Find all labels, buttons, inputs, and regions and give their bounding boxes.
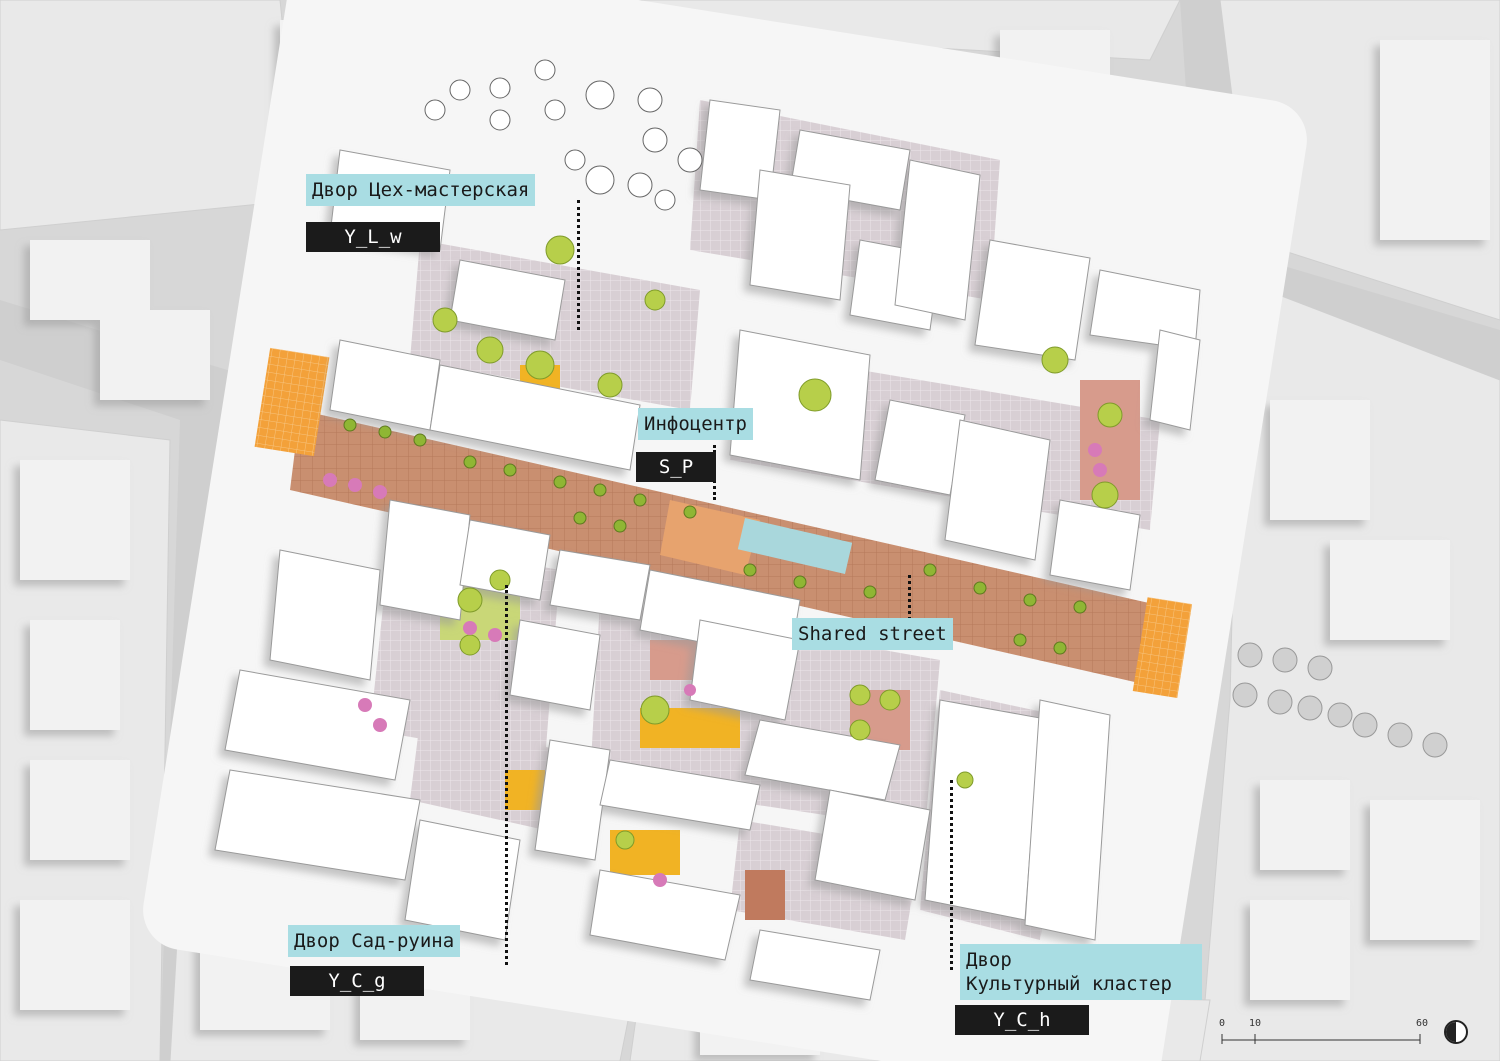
scale-labels: 0 10 60 bbox=[1214, 1018, 1474, 1048]
north-arrow-icon bbox=[1444, 1020, 1468, 1044]
flowers bbox=[323, 443, 1107, 887]
scale-bar bbox=[1221, 1034, 1421, 1044]
crossing-east bbox=[1132, 597, 1193, 699]
label-shared-street: Shared street bbox=[792, 618, 953, 650]
scale-label-10: 10 bbox=[1249, 1018, 1262, 1029]
label-workshop-code: Y_L_w bbox=[306, 222, 440, 252]
trees bbox=[432, 235, 1123, 850]
scale-label-60: 60 bbox=[1416, 1018, 1429, 1029]
crossing-west bbox=[254, 347, 330, 457]
label-cultural-cluster-line2: Культурный кластер bbox=[966, 973, 1172, 995]
label-ruin-garden-code: Y_C_g bbox=[290, 966, 424, 996]
label-workshop-title: Двор Цех-мастерская bbox=[306, 174, 536, 206]
label-infocenter-code: S_P bbox=[636, 452, 716, 482]
label-cultural-cluster-code: Y_C_h bbox=[955, 1005, 1089, 1035]
park-trees bbox=[424, 59, 703, 211]
street-trees bbox=[343, 418, 1087, 655]
east-street-trees bbox=[1232, 642, 1448, 758]
label-cultural-cluster-line1: Двор bbox=[966, 949, 1012, 971]
leader-shared-street bbox=[908, 575, 911, 620]
label-ruin-garden-title: Двор Сад-руина bbox=[288, 925, 461, 957]
label-cultural-cluster-title: Двор Культурный кластер bbox=[960, 944, 1202, 1000]
leader-workshop bbox=[577, 200, 580, 330]
scale-label-0: 0 bbox=[1219, 1018, 1226, 1029]
leader-cultural-cluster bbox=[950, 780, 953, 970]
leader-ruin-garden bbox=[505, 585, 508, 965]
label-infocenter-title: Инфоцентр bbox=[638, 408, 753, 440]
